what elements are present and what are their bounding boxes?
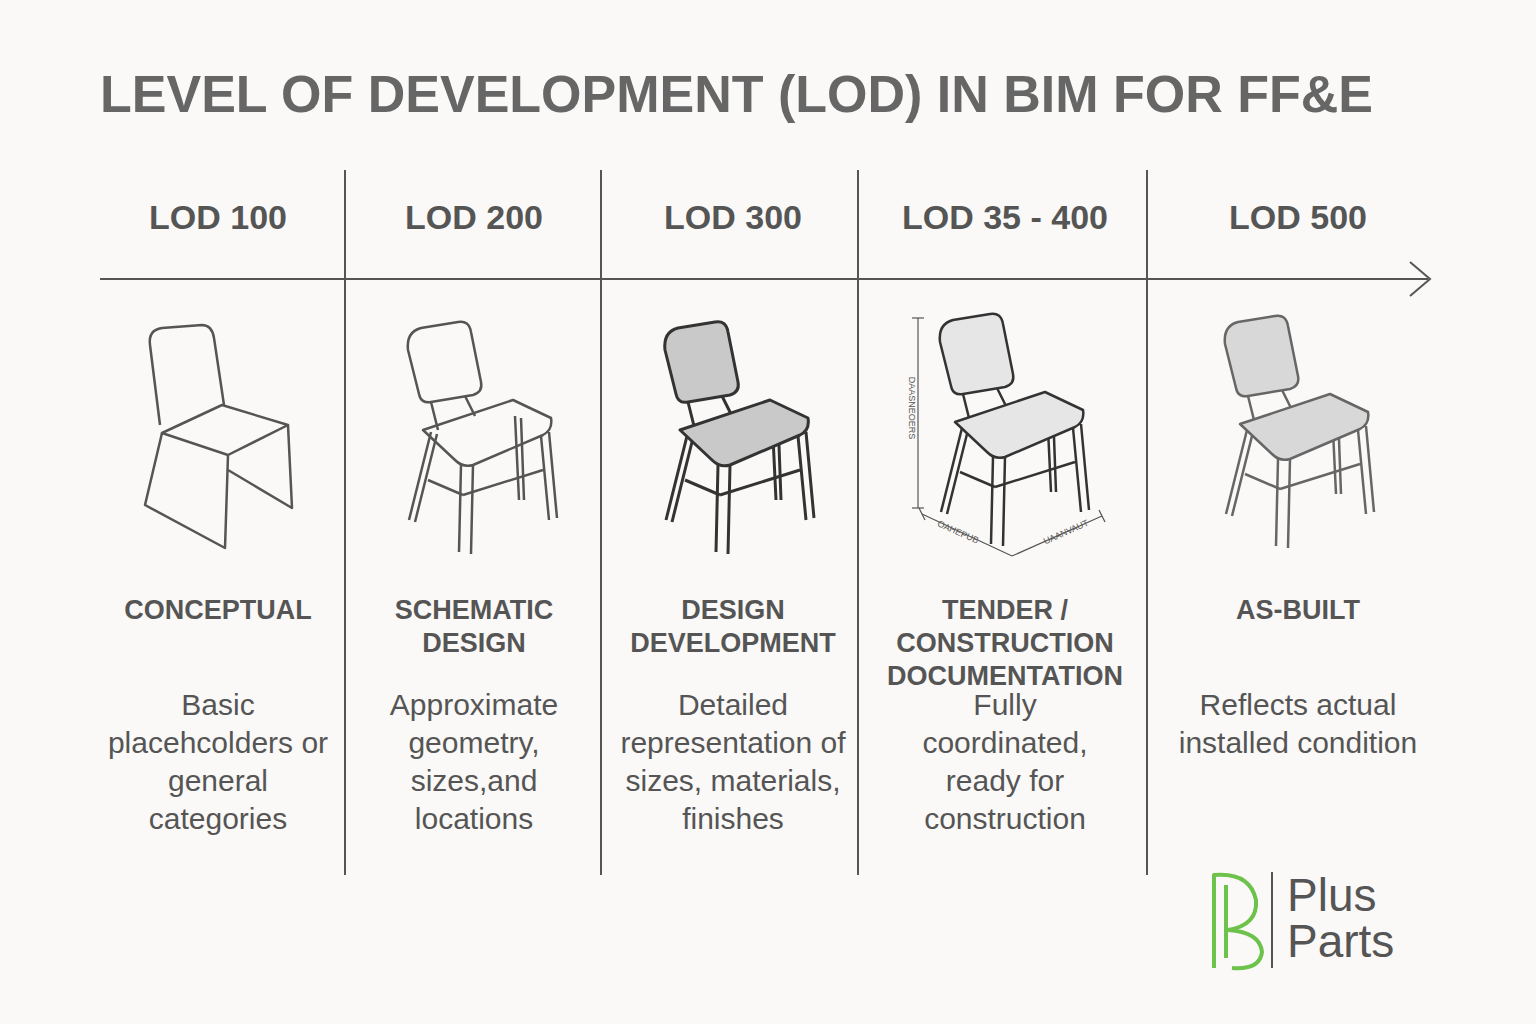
chair-schematic [408,322,557,554]
chair-detailed [665,322,814,554]
lod-header: LOD 100 [93,198,343,237]
dimension-label: DAASNEOERS [907,368,917,448]
lod-header: LOD 200 [349,198,599,237]
chair-conceptual [145,325,292,548]
stage-description: Fully coordinated, ready for constructio… [890,686,1120,838]
stage-name: CONCEPTUAL [93,594,343,627]
dimension-label: OAHEPUB [929,515,988,549]
timeline [100,278,1428,280]
logo-text: Plus Parts [1287,872,1447,964]
stage-name: DESIGN DEVELOPMENT [608,594,858,660]
stage-name: TENDER / CONSTRUCTION DOCUMENTATION [868,594,1143,693]
arrow-head [1410,262,1430,296]
stage-description: Reflects actual installed condition [1178,686,1418,762]
chair-construction [940,314,1089,546]
dimension-label: UAANVAUT [1037,515,1096,549]
column-separators [345,170,1147,875]
logo-mark [1214,875,1262,968]
stage-description: Approximate geometry, sizes,and location… [367,686,582,838]
dimension-lines [912,318,1105,556]
title: LEVEL OF DEVELOPMENT (LOD) IN BIM FOR FF… [100,64,1373,124]
logo-divider [1271,872,1273,968]
lod-header: LOD 35 - 400 [880,198,1130,237]
lod-header: LOD 300 [608,198,858,237]
chair-as-built [1225,316,1374,548]
lod-header: LOD 500 [1173,198,1423,237]
stage-name: SCHEMATIC DESIGN [369,594,579,660]
stage-description: Basic placehcolders or general categorie… [101,686,336,838]
stage-name: AS-BUILT [1183,594,1413,627]
stage-description: Detailed representation of sizes, materi… [613,686,853,838]
